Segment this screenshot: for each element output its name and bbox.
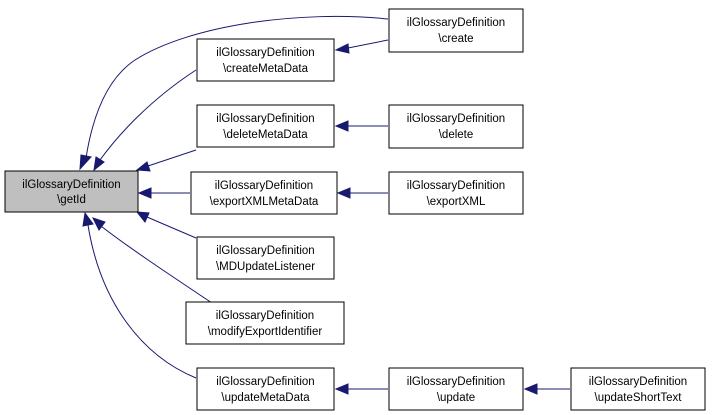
node-delete-line1: ilGlossaryDefinition [407, 113, 505, 125]
node-MDUpdateListener-line2: \MDUpdateListener [216, 261, 315, 273]
node-update-line2: \update [437, 392, 475, 404]
edge-deleteMetaData-to-getId-arrow [135, 161, 151, 172]
node-update[interactable]: ilGlossaryDefinition \update [388, 367, 524, 411]
node-create[interactable]: ilGlossaryDefinition \create [388, 8, 524, 53]
edge-create-to-createMetaData [347, 39, 389, 49]
edge-updateMetaData-to-getId-arrow [82, 211, 94, 227]
node-exportXML-line2: \exportXML [427, 196, 486, 208]
edges-layer [79, 15, 570, 395]
node-updateMetaData[interactable]: ilGlossaryDefinition \updateMetaData [196, 367, 335, 411]
node-getId-line2: \getId [57, 194, 86, 206]
node-modifyExportIdentifier[interactable]: ilGlossaryDefinition \modifyExportIdenti… [185, 301, 345, 345]
edge-modifyExportIdentifier-to-getId-arrow [92, 217, 106, 231]
edge-updateMetaData-to-getId [87, 224, 197, 379]
node-create-line1: ilGlossaryDefinition [407, 17, 505, 29]
node-delete-line2: \delete [439, 129, 474, 141]
node-MDUpdateListener-line1: ilGlossaryDefinition [216, 245, 314, 257]
node-createMetaData-line2: \createMetaData [223, 63, 309, 75]
node-getId[interactable]: ilGlossaryDefinition \getId [4, 170, 139, 213]
node-exportXMLMetaData-line1: ilGlossaryDefinition [215, 180, 313, 192]
edge-exportXML-to-exportXMLMetaData-arrow [336, 187, 351, 199]
node-updateShortText-line2: \updateShortText [595, 392, 683, 404]
nodes-layer: ilGlossaryDefinition \getId ilGlossaryDe… [4, 8, 706, 411]
node-deleteMetaData[interactable]: ilGlossaryDefinition \deleteMetaData [196, 104, 335, 148]
edge-create-to-getId-arrow [79, 154, 92, 171]
node-createMetaData-line1: ilGlossaryDefinition [216, 47, 314, 59]
edge-MDUpdateListener-to-getId [146, 216, 197, 239]
node-updateMetaData-line2: \updateMetaData [221, 392, 310, 404]
node-modifyExportIdentifier-line1: ilGlossaryDefinition [216, 310, 314, 322]
node-delete[interactable]: ilGlossaryDefinition \delete [388, 104, 524, 149]
edge-create-to-createMetaData-arrow [334, 43, 350, 54]
edge-modifyExportIdentifier-to-getId [100, 225, 213, 304]
node-updateShortText-line1: ilGlossaryDefinition [589, 376, 687, 388]
node-deleteMetaData-line2: \deleteMetaData [223, 129, 308, 141]
edge-deleteMetaData-to-getId [147, 149, 197, 167]
node-deleteMetaData-line1: ilGlossaryDefinition [216, 113, 314, 125]
edge-create-to-getId [85, 15, 389, 159]
edge-createMetaData-to-getId-arrow [93, 156, 105, 172]
node-exportXML-line1: ilGlossaryDefinition [407, 180, 505, 192]
node-exportXMLMetaData[interactable]: ilGlossaryDefinition \exportXMLMetaData [190, 171, 338, 215]
node-modifyExportIdentifier-line2: \modifyExportIdentifier [208, 326, 323, 338]
node-getId-line1: ilGlossaryDefinition [22, 179, 120, 191]
node-createMetaData[interactable]: ilGlossaryDefinition \createMetaData [196, 38, 335, 82]
edge-update-to-updateMetaData-arrow [334, 383, 349, 395]
edge-updateShortText-to-update-arrow [523, 383, 538, 395]
node-update-line1: ilGlossaryDefinition [407, 376, 505, 388]
node-updateMetaData-line1: ilGlossaryDefinition [216, 376, 314, 388]
node-exportXML[interactable]: ilGlossaryDefinition \exportXML [388, 171, 524, 215]
node-exportXMLMetaData-line2: \exportXMLMetaData [210, 196, 319, 208]
edge-exportXMLMetaData-to-getId-arrow [137, 187, 152, 199]
edge-delete-to-deleteMetaData-arrow [334, 120, 349, 132]
node-MDUpdateListener[interactable]: ilGlossaryDefinition \MDUpdateListener [196, 236, 335, 280]
edge-MDUpdateListener-to-getId-arrow [135, 211, 150, 223]
node-create-line2: \create [438, 33, 473, 45]
edge-createMetaData-to-getId [99, 69, 197, 161]
node-updateShortText[interactable]: ilGlossaryDefinition \updateShortText [570, 367, 706, 411]
